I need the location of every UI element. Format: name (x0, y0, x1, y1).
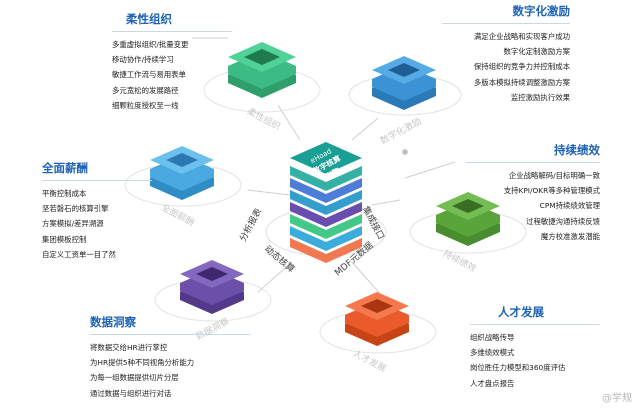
section-title: 全面薪酬 (42, 161, 88, 175)
platform-digital-incentive (348, 56, 462, 116)
list-item: 监控激励执行效果 (510, 92, 570, 102)
platform-talent-development (319, 292, 437, 354)
platform-continuous-performance (409, 192, 527, 254)
list-item: 组织战略传导 (470, 333, 515, 342)
section-title: 持续绩效 (554, 143, 600, 157)
watermark: @学规 (602, 393, 632, 404)
list-item: 多重虚拟组织/批量变更 (112, 40, 189, 49)
item-list: 平衡控制成本 坚若磐石的核算引擎 方案模拟/差异溯源 集团模板控制 自定义工资单… (42, 186, 152, 262)
list-item: 岗位胜任力模型和360度评估 (470, 363, 566, 373)
connector-digital-incentive (351, 117, 379, 141)
connector-right-perf (404, 161, 456, 179)
section-title: 数字化激励 (512, 4, 571, 18)
section-digital-incentive: 数字化激励 满足企业战略和实现客户成功 数字化定制激励方案 保持组织的竞争力并控… (442, 3, 570, 105)
section-title: 柔性组织 (126, 12, 172, 26)
section-divider (442, 23, 570, 24)
core-layer (290, 226, 362, 251)
section-divider (470, 324, 600, 325)
item-list: 企业战略解码/目标明确一致 支持KPI/OKR等多种管理模式 CPM持续绩效管理… (466, 168, 600, 244)
list-item: 满足企业战略和实现客户成功 (473, 32, 570, 41)
item-list: 组织战略传导 多维绩效模式 岗位胜任力模型和360度评估 人才盘点报告 (470, 330, 600, 391)
list-item: 集团模板控制 (42, 234, 87, 244)
connector-compensation (247, 189, 291, 196)
list-item: 多元宽松的发展路径 (112, 85, 179, 95)
list-item: 为HR提供5种不同视角分析能力 (90, 358, 195, 368)
core-layer (290, 238, 362, 263)
section-divider (42, 180, 152, 181)
connector-dot (402, 149, 408, 155)
list-item: 平衡控制成本 (42, 189, 87, 198)
core-top-face (290, 142, 362, 174)
section-divider (90, 334, 250, 335)
section-divider (466, 162, 600, 163)
core-layer (290, 190, 362, 215)
list-item: 移动协作/持续学习 (112, 55, 174, 65)
core-engine-stack (290, 142, 362, 263)
list-item: 为每一组数据提供切片分层 (90, 373, 179, 383)
list-item: 坚若磐石的核算引擎 (42, 204, 109, 214)
list-item: 方案模拟/差异溯源 (42, 219, 104, 229)
list-item: 支持KPI/OKR等多种管理模式 (503, 186, 600, 196)
list-item: 将数据交给HR进行掌控 (90, 343, 168, 352)
list-item: 数字化定制激励方案 (503, 47, 570, 57)
section-title: 人才发展 (498, 305, 544, 319)
list-item: 多版本模拟持续调整激励方案 (473, 77, 570, 87)
item-list: 多重虚拟组织/批量变更 移动协作/持续学习 敏捷工作流与易用表单 多元宽松的发展… (112, 37, 232, 113)
list-item: 过程敏捷沟通持续反馈 (526, 216, 600, 226)
list-item: 多维绩效模式 (470, 348, 515, 358)
platform-total-compensation (124, 146, 242, 207)
core-layer (290, 166, 362, 191)
platform-flexible-org (203, 42, 321, 113)
list-item: 人才盘点报告 (470, 378, 515, 388)
section-divider (112, 31, 232, 32)
section-talent-development: 人才发展 组织战略传导 多维绩效模式 岗位胜任力模型和360度评估 人才盘点报告 (470, 304, 600, 391)
list-item: 通过数据与组织进行对话 (90, 388, 172, 398)
list-item: 敏捷工作流与易用表单 (112, 70, 186, 80)
core-layer (290, 178, 362, 203)
connector-talent (351, 261, 383, 297)
section-flexible-org: 柔性组织 多重虚拟组织/批量变更 移动协作/持续学习 敏捷工作流与易用表单 多元… (112, 11, 232, 113)
section-total-compensation: 全面薪酬 平衡控制成本 坚若磐石的核算引擎 方案模拟/差异溯源 集团模板控制 自… (42, 160, 152, 262)
platform-data-insight (154, 260, 272, 322)
list-item: 企业战略解码/目标明确一致 (508, 171, 600, 180)
item-list: 满足企业战略和实现客户成功 数字化定制激励方案 保持组织的竞争力并控制成本 多版… (442, 29, 570, 105)
connector-lines (192, 37, 456, 297)
list-item: 魔方校准激发潜能 (540, 231, 600, 241)
connector-data-insight (257, 261, 293, 293)
section-continuous-performance: 持续绩效 企业战略解码/目标明确一致 支持KPI/OKR等多种管理模式 CPM持… (466, 142, 600, 244)
list-item: CPM持续绩效管理 (539, 201, 600, 211)
section-data-insight: 数据洞察 将数据交给HR进行掌控 为HR提供5种不同视角分析能力 为每一组数据提… (90, 314, 250, 401)
core-layer (290, 214, 362, 239)
list-item: 保持组织的竞争力并控制成本 (473, 62, 570, 72)
item-list: 将数据交给HR进行掌控 为HR提供5种不同视角分析能力 为每一组数据提供切片分层… (90, 340, 250, 401)
section-title: 数据洞察 (90, 315, 136, 329)
core-layer (290, 202, 362, 227)
list-item: 细颗粒度授权至一线 (112, 100, 179, 110)
connector-performance (371, 199, 401, 206)
list-item: 自定义工资单一目了然 (42, 249, 116, 259)
